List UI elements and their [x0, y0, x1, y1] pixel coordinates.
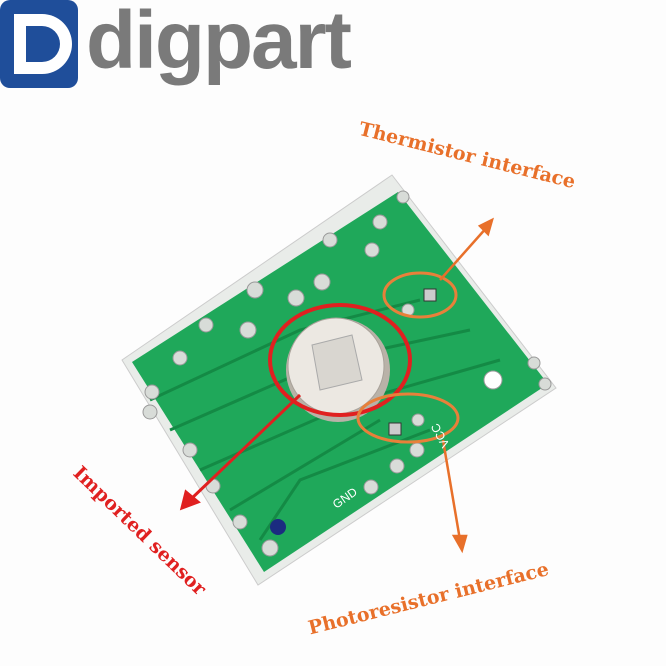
sensor-arrow: [179, 393, 302, 511]
brand-logo-text: digpart: [86, 0, 352, 86]
photoresistor-arrow: [441, 439, 468, 554]
sensor-highlight-circle: [268, 303, 412, 417]
digpart-logo-mark: [0, 0, 78, 88]
photoresistor-highlight-circle: [356, 392, 460, 444]
thermistor-arrow: [439, 217, 494, 281]
thermistor-highlight-circle: [382, 271, 458, 319]
pir-sensor: [286, 317, 390, 422]
